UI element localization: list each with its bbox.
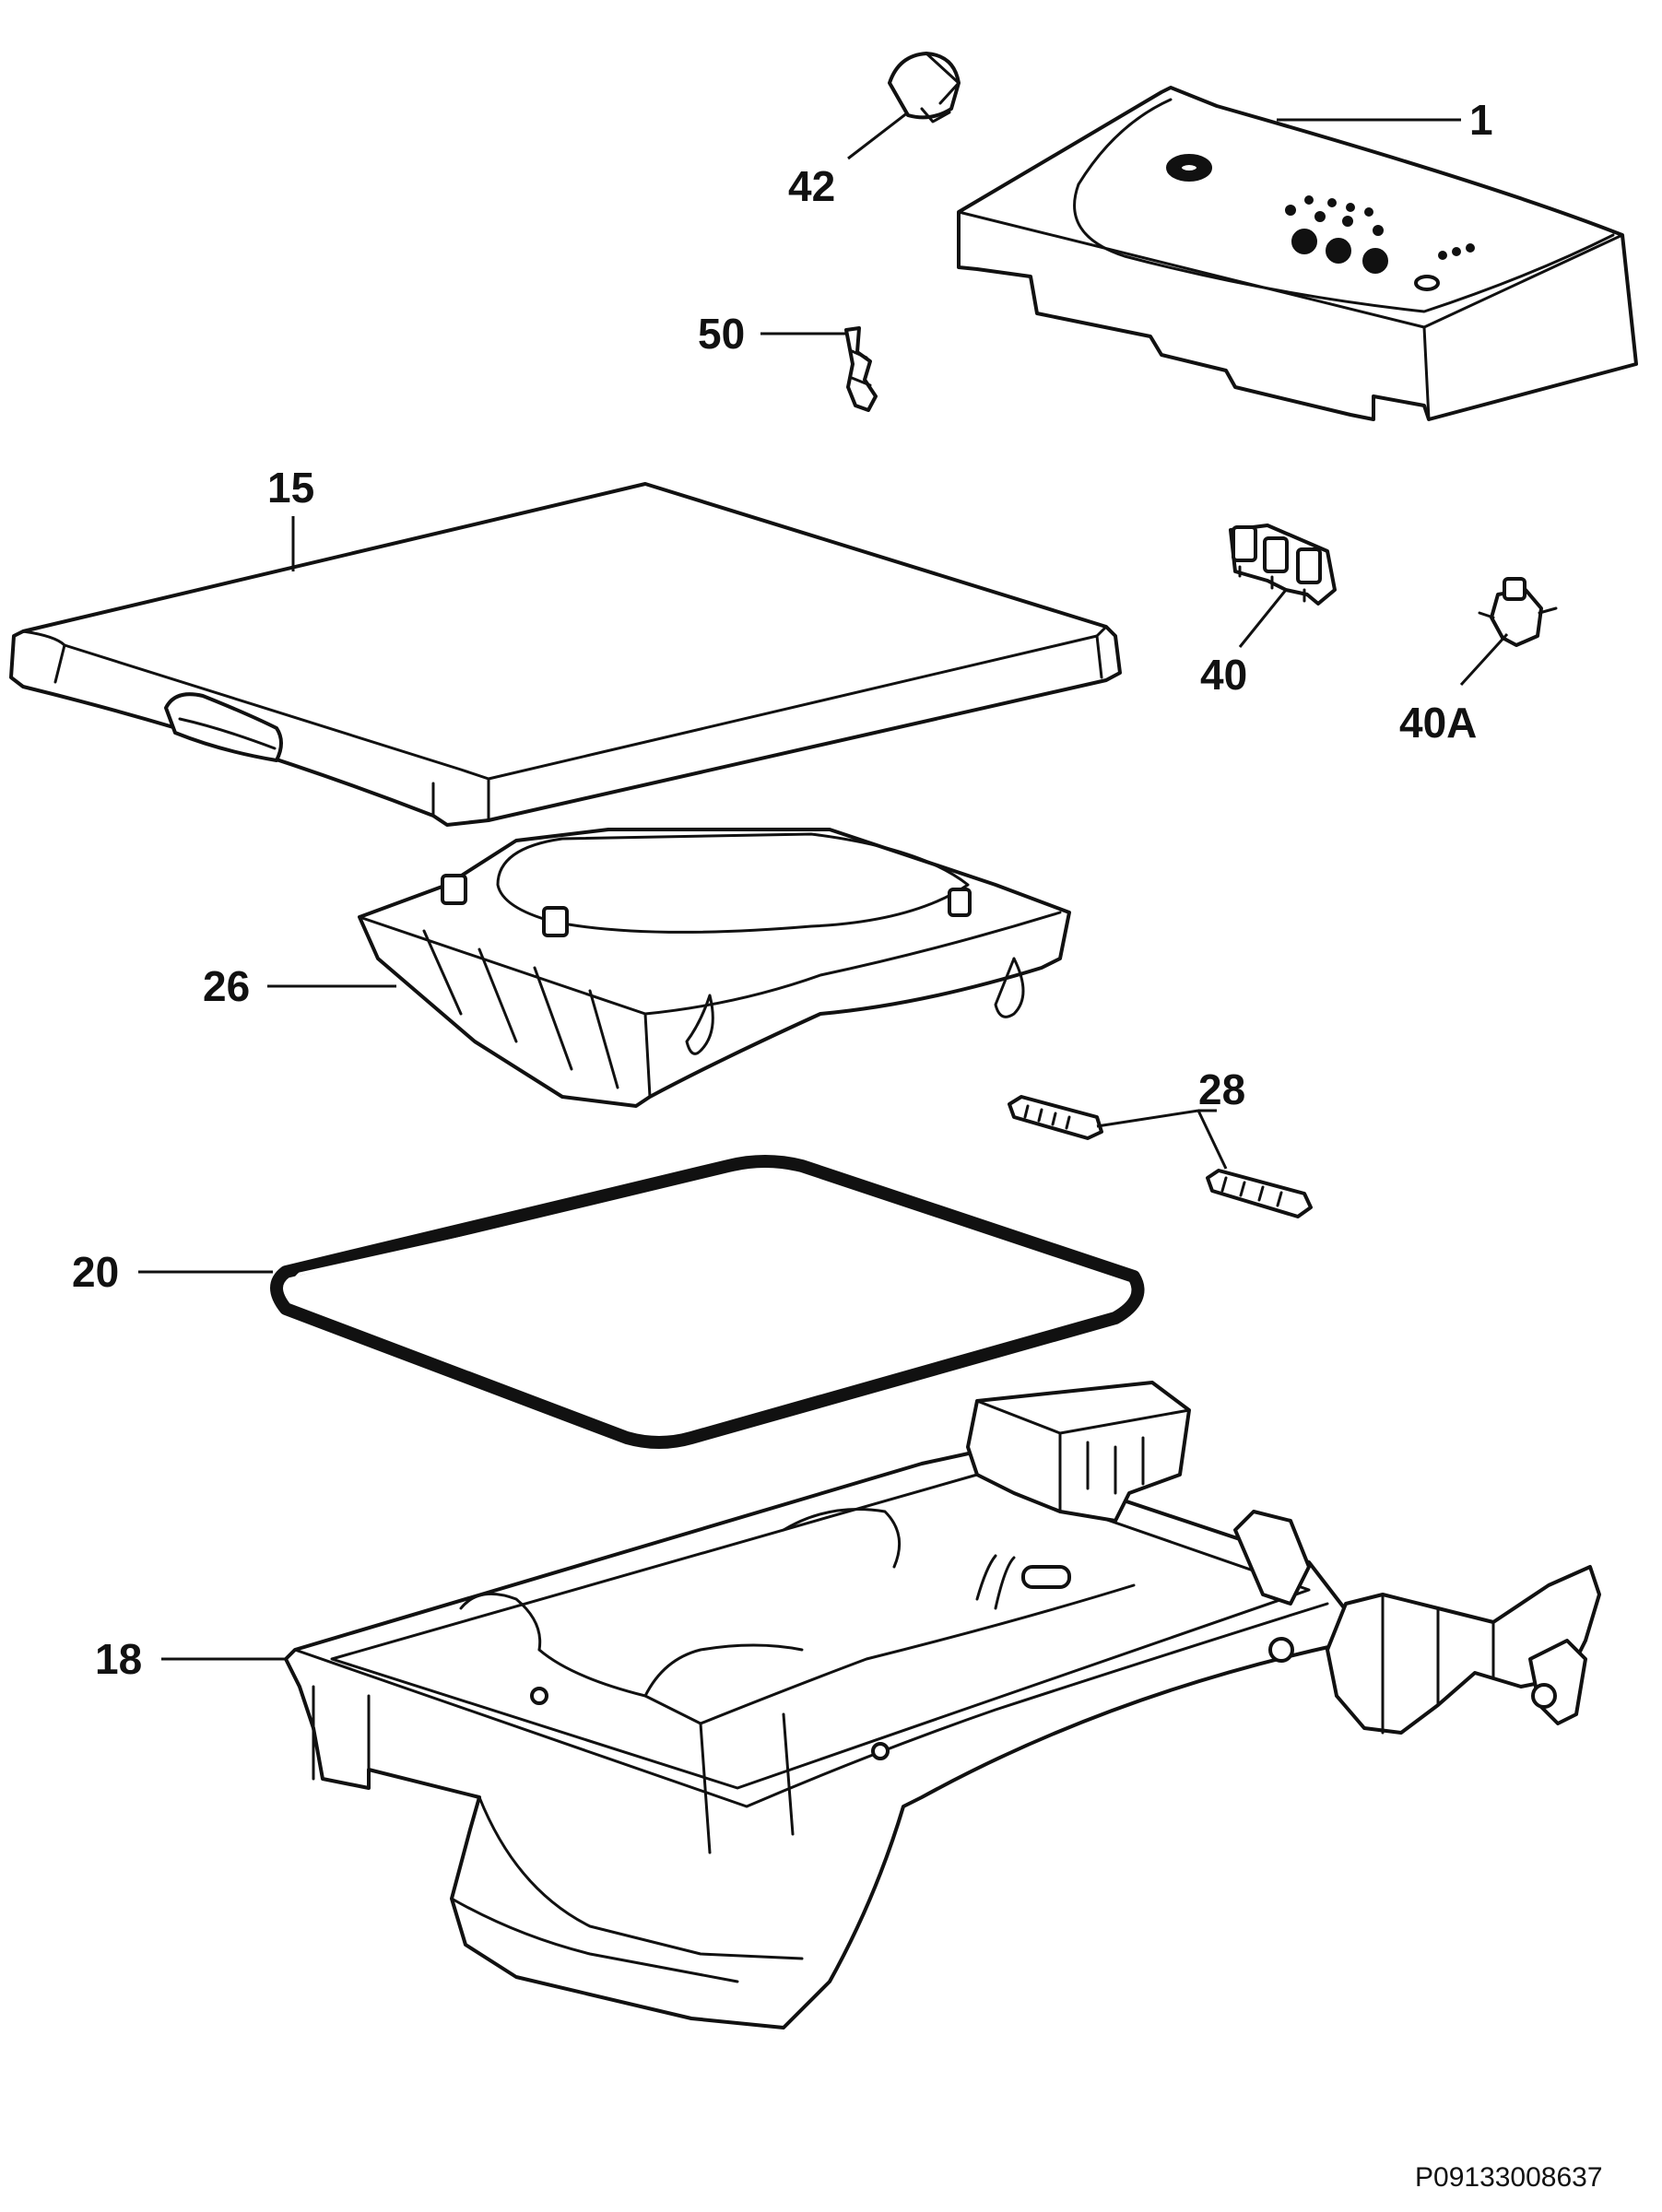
part-28-pin-lower: [1206, 1169, 1313, 1218]
callout-50: 50: [698, 310, 745, 358]
part-15-lid: [9, 482, 1122, 827]
callout-20: 20: [72, 1248, 119, 1296]
part-28-pin-upper: [1008, 1095, 1103, 1140]
part-40a-switch: [1478, 577, 1558, 647]
callout-1: 1: [1469, 96, 1493, 144]
callout-18: 18: [95, 1635, 142, 1683]
control-panel-buttons: [1285, 195, 1475, 291]
callout-28: 28: [1198, 1065, 1245, 1113]
callout-40a: 40A: [1399, 699, 1477, 747]
part-42-knob: [888, 52, 961, 124]
part-1-control-panel: [957, 86, 1638, 421]
leader-40: [1238, 589, 1288, 648]
leader-42: [847, 111, 909, 160]
leader-lines: [138, 111, 1509, 1661]
drawing-code: P09133008637: [1415, 2162, 1603, 2193]
part-50-pin: [844, 326, 878, 412]
part-18-top-frame: [284, 1381, 1601, 2030]
leader-40a: [1459, 632, 1509, 687]
leader-28: [1096, 1109, 1228, 1170]
callout-15: 15: [267, 464, 314, 512]
part-20-gasket: [270, 1155, 1145, 1449]
callout-26: 26: [203, 962, 250, 1010]
callout-40: 40: [1200, 651, 1247, 699]
callout-42: 42: [788, 162, 835, 210]
part-26-detergent-drawer: [358, 828, 1071, 1108]
part-40-switch-block: [1229, 524, 1337, 606]
